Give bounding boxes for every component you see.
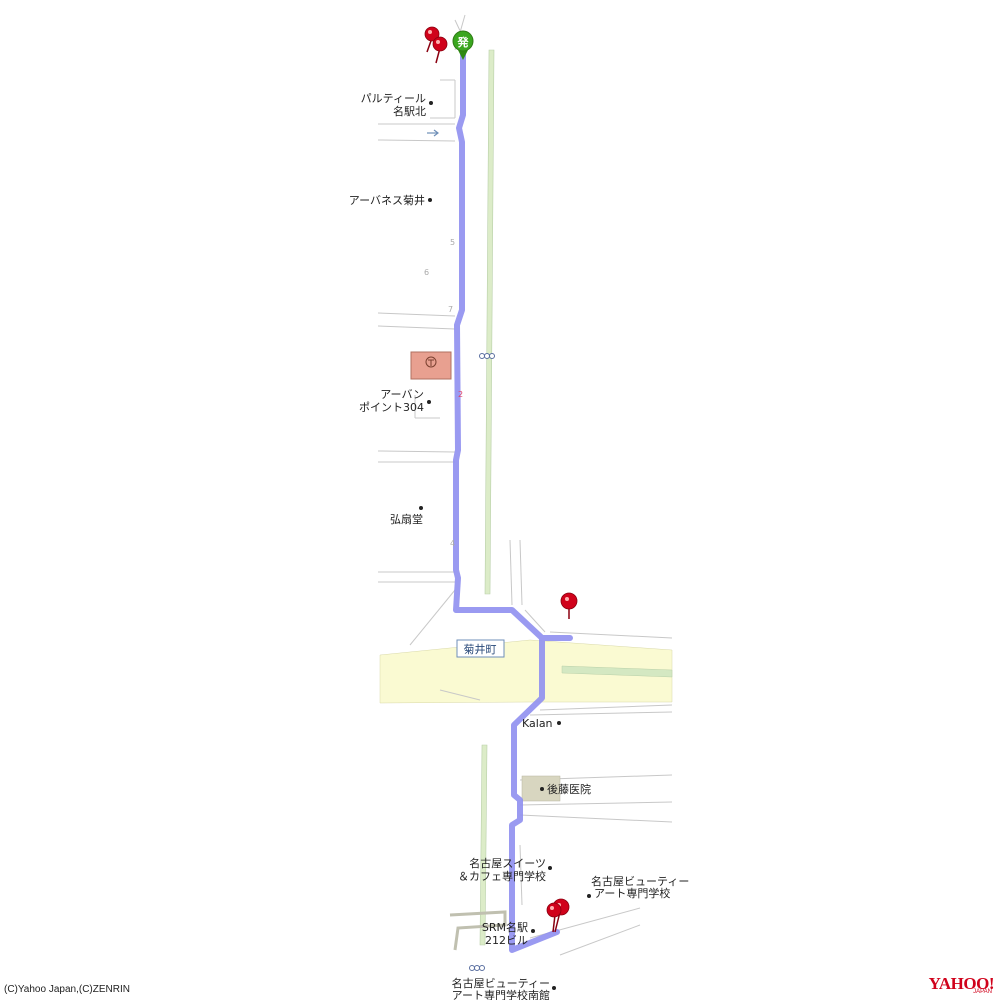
poi-urbaness[interactable]: アーバネス菊井: [349, 193, 432, 207]
poi-kalan[interactable]: Kalan: [522, 717, 561, 730]
copyright-text: (C)Yahoo Japan,(C)ZENRIN: [4, 984, 130, 995]
district-label-text: 菊井町: [464, 642, 497, 656]
poi-label: ポイント304: [359, 401, 424, 414]
poi-beauty[interactable]: 名古屋ビューティー アート専門学校: [587, 874, 689, 900]
poi-label: 名古屋ビューティー: [452, 976, 550, 990]
poi-sweets[interactable]: 名古屋スイーツ ＆カフェ専門学校: [458, 856, 552, 883]
poi-urbanpoint[interactable]: アーバン ポイント304: [359, 388, 431, 414]
poi-label: 名駅北: [393, 104, 426, 118]
map-pin-icon[interactable]: [432, 36, 448, 64]
house-number: 4: [450, 539, 455, 548]
house-number: 2: [458, 390, 463, 399]
start-marker[interactable]: 発: [452, 30, 474, 60]
house-number: 5: [450, 238, 455, 247]
poi-label: アート専門学校: [594, 886, 670, 900]
street-lines: [377, 14, 673, 956]
poi-label: Kalan: [522, 717, 553, 730]
poi-label: アーバネス菊井: [349, 193, 425, 207]
start-marker-label: 発: [457, 35, 470, 49]
poi-label: 名古屋ビューティー: [591, 874, 689, 888]
poi-label: 212ビル: [485, 934, 528, 947]
poi-parutiru[interactable]: パルティール 名駅北: [361, 92, 433, 118]
one-way-arrow-icon: [427, 129, 439, 137]
yahoo-japan-logo[interactable]: YAHOO! JAPAN: [918, 974, 998, 998]
poi-label: パルティール: [361, 92, 426, 105]
house-number: 6: [424, 268, 429, 277]
route-line: [453, 52, 573, 953]
goto-clinic-building: [521, 775, 561, 802]
poi-label: 弘扇堂: [390, 512, 423, 526]
station-icon: [469, 965, 485, 971]
rail-median-south: [479, 744, 488, 946]
rail-median-north: [484, 49, 495, 595]
map-pin-icon[interactable]: [546, 902, 562, 933]
map-pin-icon[interactable]: [424, 26, 440, 53]
path-gray: [449, 910, 507, 951]
road-median: [561, 665, 673, 678]
post-office-icon: [425, 356, 437, 368]
poi-label: 名古屋スイーツ: [469, 856, 546, 870]
poi-label: アート専門学校南館: [452, 988, 550, 1000]
poi-kousendou[interactable]: 弘扇堂: [390, 506, 423, 526]
poi-label: ＆カフェ専門学校: [458, 869, 546, 883]
poi-goto[interactable]: 後藤医院: [540, 782, 591, 796]
station-icon: [479, 353, 495, 359]
house-number: 7: [448, 305, 453, 314]
district-label: 菊井町: [456, 639, 505, 658]
logo-main: YAHOO!: [928, 974, 995, 993]
poi-label: 後藤医院: [547, 782, 591, 796]
poi-label: アーバン: [380, 388, 424, 401]
poi-srm[interactable]: SRM名駅 212ビル: [482, 920, 535, 947]
poi-label: SRM名駅: [482, 920, 528, 934]
map-pin-icon[interactable]: [560, 592, 578, 619]
main-road: [379, 639, 673, 704]
poi-beauty-south[interactable]: 名古屋ビューティー アート専門学校南館: [452, 976, 556, 1000]
logo-sub: JAPAN: [973, 989, 992, 995]
